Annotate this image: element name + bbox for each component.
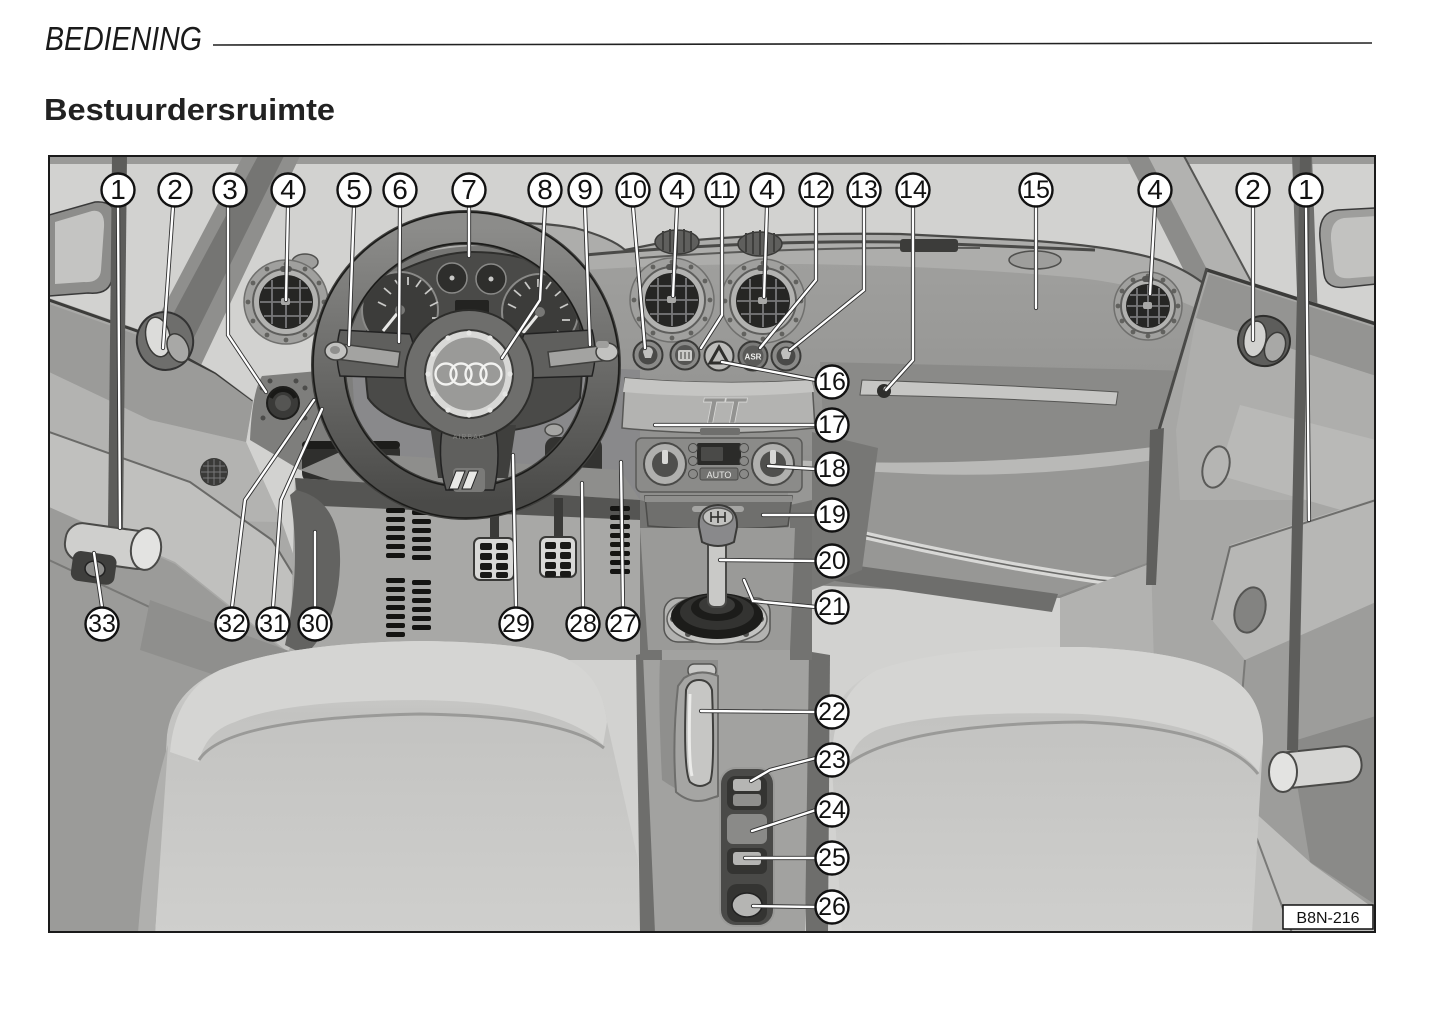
svg-text:33: 33 xyxy=(88,610,116,638)
svg-text:25: 25 xyxy=(818,844,846,872)
svg-text:15: 15 xyxy=(1022,176,1050,204)
svg-text:Bestuurdersruimte: Bestuurdersruimte xyxy=(44,92,335,127)
svg-text:11: 11 xyxy=(709,176,735,204)
svg-text:16: 16 xyxy=(818,368,846,396)
svg-text:1: 1 xyxy=(110,174,126,205)
svg-text:9: 9 xyxy=(577,174,593,205)
svg-text:30: 30 xyxy=(301,610,329,638)
svg-text:21: 21 xyxy=(818,593,846,621)
svg-text:31: 31 xyxy=(259,610,287,638)
svg-text:4: 4 xyxy=(280,174,296,205)
svg-text:23: 23 xyxy=(818,746,846,774)
svg-text:20: 20 xyxy=(818,547,846,575)
svg-text:6: 6 xyxy=(392,174,408,205)
svg-text:7: 7 xyxy=(461,174,477,205)
svg-text:13: 13 xyxy=(850,176,878,204)
svg-text:17: 17 xyxy=(818,411,846,439)
svg-text:4: 4 xyxy=(1147,174,1163,205)
svg-text:5: 5 xyxy=(346,174,362,205)
svg-text:27: 27 xyxy=(609,610,637,638)
svg-text:10: 10 xyxy=(619,176,647,204)
svg-text:AIRBAG: AIRBAG xyxy=(453,434,485,441)
svg-text:1: 1 xyxy=(1298,174,1314,205)
svg-text:AUTO: AUTO xyxy=(707,470,732,480)
svg-text:BEDIENING: BEDIENING xyxy=(45,20,202,57)
svg-text:19: 19 xyxy=(818,501,846,529)
svg-text:3: 3 xyxy=(222,174,238,205)
svg-text:24: 24 xyxy=(818,796,846,824)
svg-text:2: 2 xyxy=(167,174,183,205)
svg-text:2: 2 xyxy=(1245,174,1261,205)
svg-text:4: 4 xyxy=(759,174,775,205)
svg-text:ASR: ASR xyxy=(745,353,762,362)
svg-text:4: 4 xyxy=(669,174,685,205)
svg-text:8: 8 xyxy=(537,174,553,205)
svg-text:28: 28 xyxy=(569,610,597,638)
svg-text:B8N-216: B8N-216 xyxy=(1296,910,1359,927)
svg-text:14: 14 xyxy=(899,176,927,204)
svg-text:32: 32 xyxy=(218,610,246,638)
svg-text:12: 12 xyxy=(802,176,830,204)
svg-text:26: 26 xyxy=(818,893,846,921)
svg-text:18: 18 xyxy=(818,455,846,483)
svg-text:22: 22 xyxy=(818,698,846,726)
svg-text:29: 29 xyxy=(502,610,530,638)
